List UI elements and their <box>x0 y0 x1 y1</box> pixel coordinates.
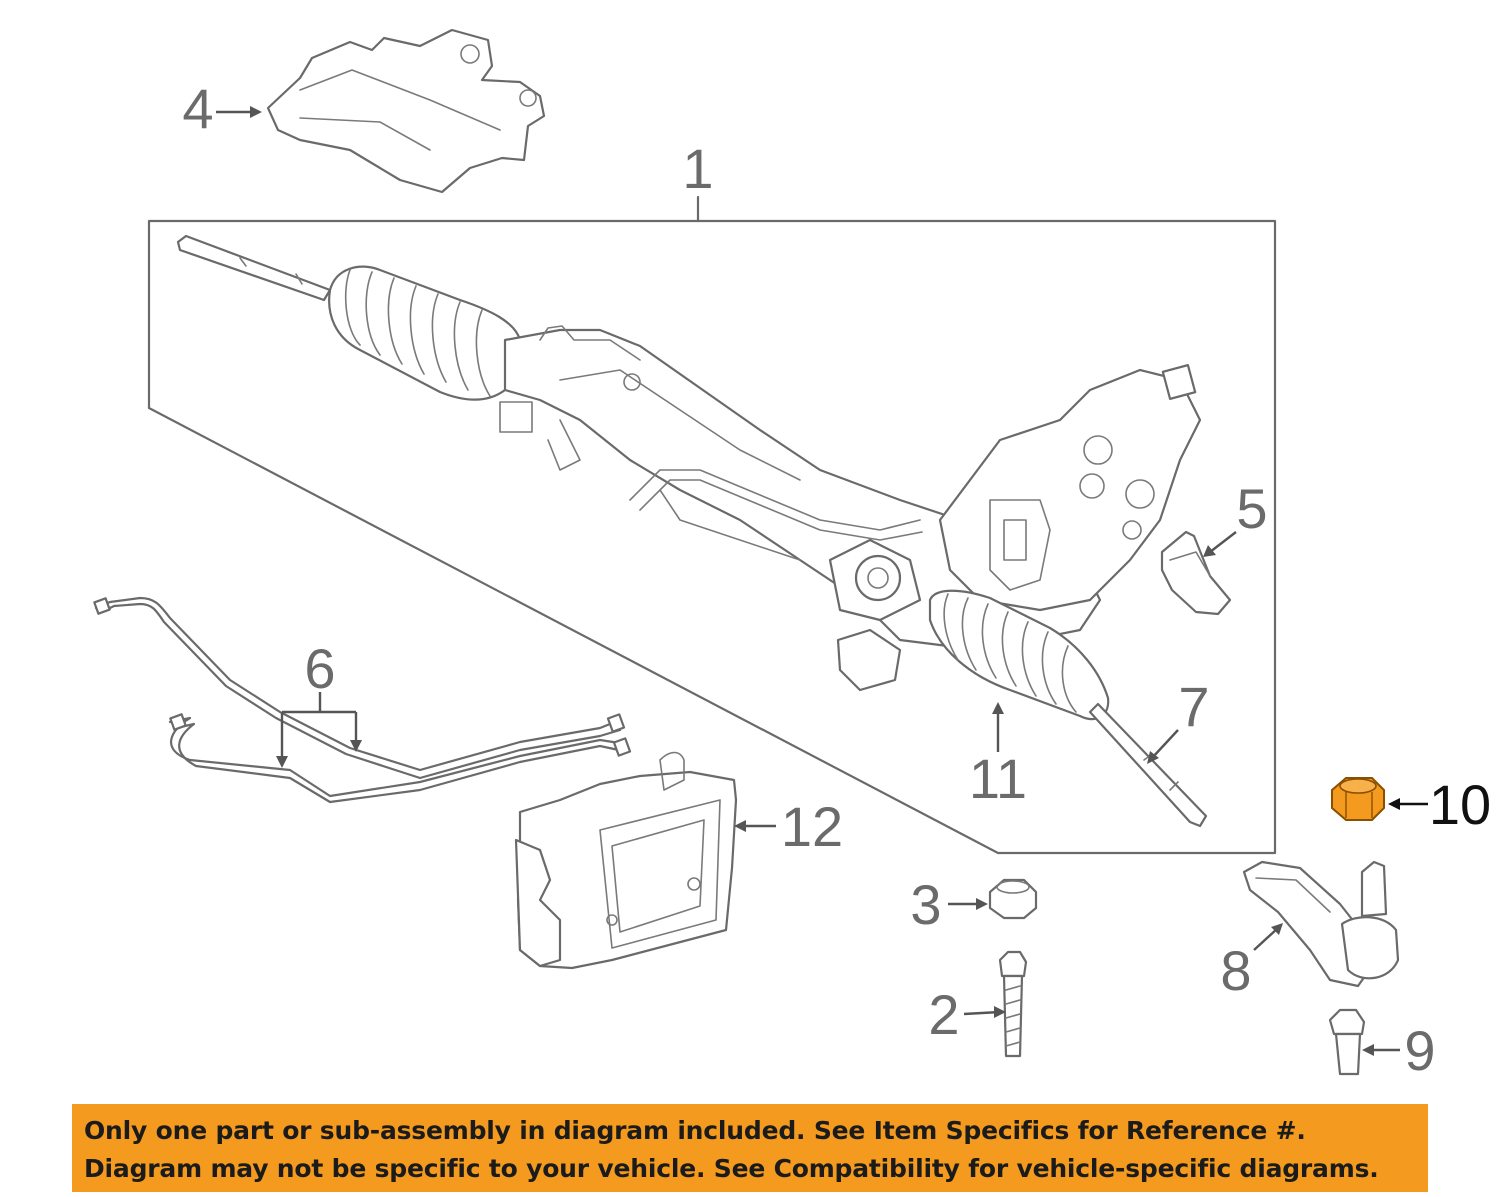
bolt-part-2 <box>998 950 1028 1058</box>
callout-12: 12 <box>781 795 843 858</box>
callout-2: 2 <box>928 983 959 1046</box>
notice-line-2: Diagram may not be specific to your vehi… <box>84 1154 1379 1183</box>
hydraulic-lines-part-6 <box>93 596 632 804</box>
rack-assembly-box <box>147 195 1277 855</box>
control-module-part-12 <box>514 751 738 970</box>
callout-10: 10 <box>1429 773 1491 836</box>
highlighted-nut-part-10 <box>1331 777 1385 821</box>
nut-part-3 <box>988 878 1038 920</box>
callout-7: 7 <box>1178 675 1209 738</box>
notice-banner: Only one part or sub-assembly in diagram… <box>72 1104 1428 1192</box>
tie-rod-end-part-8 <box>1242 860 1400 988</box>
notice-line-1: Only one part or sub-assembly in diagram… <box>84 1116 1306 1145</box>
steering-rack-part-1 <box>176 234 1208 828</box>
callout-8: 8 <box>1220 939 1251 1002</box>
callout-1: 1 <box>682 137 713 200</box>
callout-3: 3 <box>910 873 941 936</box>
callout-arrows <box>216 106 1428 1056</box>
callout-5: 5 <box>1236 477 1267 540</box>
callout-4: 4 <box>182 77 213 140</box>
bracket-part-5 <box>1160 530 1232 616</box>
callout-9: 9 <box>1404 1019 1435 1082</box>
heat-shield-part-4 <box>266 28 546 194</box>
callout-11: 11 <box>969 747 1027 810</box>
callout-6: 6 <box>304 637 335 700</box>
bolt-part-9 <box>1328 1008 1366 1076</box>
